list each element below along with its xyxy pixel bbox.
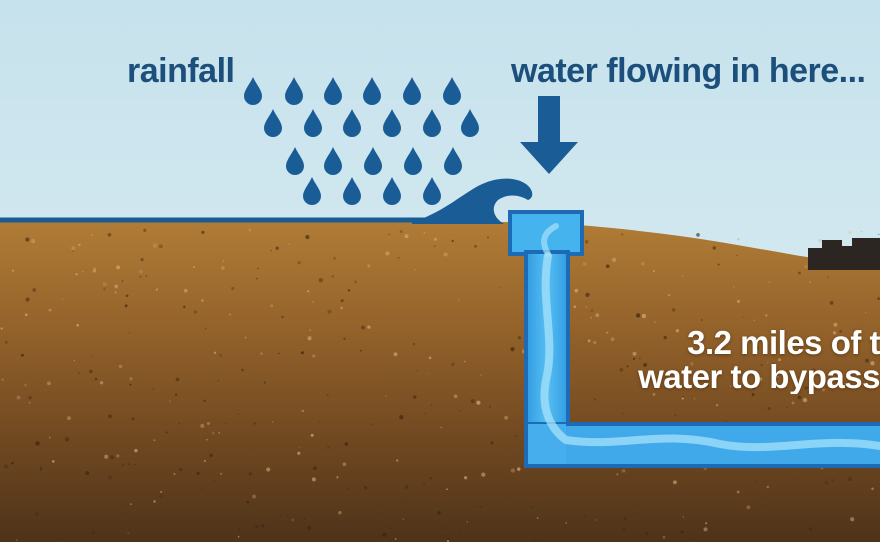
- tunnel-label: 3.2 miles of t water to bypass: [620, 326, 880, 394]
- raindrop-icon: [383, 109, 401, 137]
- raindrop-icon: [286, 147, 304, 175]
- raindrop-icon: [343, 109, 361, 137]
- raindrop-icon: [403, 77, 421, 105]
- raindrop-icon: [423, 109, 441, 137]
- raindrop-icon: [343, 177, 361, 205]
- raindrop-icon: [443, 77, 461, 105]
- raindrop-icon: [423, 177, 441, 205]
- raindrop-icon: [364, 147, 382, 175]
- flow-arrow-label: water flowing in here...: [511, 52, 866, 90]
- arrow-down-icon: [520, 96, 578, 174]
- building-icon: [808, 238, 880, 270]
- raindrop-icon: [324, 77, 342, 105]
- raindrop-icon: [303, 177, 321, 205]
- rainfall-label: rainfall: [127, 52, 235, 90]
- raindrop-icon: [383, 177, 401, 205]
- raindrop-icon: [404, 147, 422, 175]
- raindrop-icon: [444, 147, 462, 175]
- raindrop-icon: [285, 77, 303, 105]
- raindrop-icon: [461, 109, 479, 137]
- raindrop-icon: [264, 109, 282, 137]
- raindrop-icon: [304, 109, 322, 137]
- raindrop-icon: [324, 147, 342, 175]
- tunnel-label-line-1: 3.2 miles of t: [687, 326, 880, 361]
- wave-icon: [412, 178, 533, 224]
- tunnel-label-line-2: water to bypass: [638, 358, 880, 394]
- raindrop-icon: [363, 77, 381, 105]
- raindrop-icons: [244, 77, 479, 205]
- raindrop-icon: [244, 77, 262, 105]
- tunnel-pipe: [508, 210, 880, 468]
